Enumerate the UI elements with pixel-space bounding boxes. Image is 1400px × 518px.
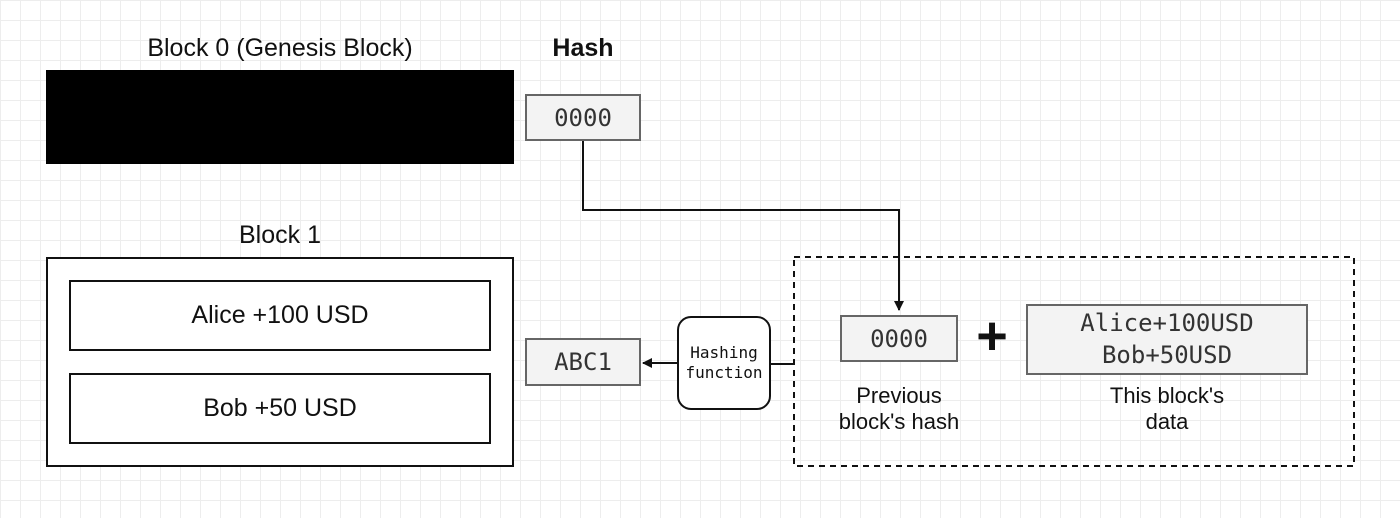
previous-hash-caption: Previous block's hash — [820, 383, 978, 436]
genesis-block-title: Block 0 (Genesis Block) — [147, 34, 413, 62]
hashing-function-label-line1: Hashing — [690, 343, 758, 362]
block-data-line2: Bob+50USD — [1101, 340, 1233, 369]
previous-hash-caption-line1: Previous — [856, 383, 942, 408]
hash-input-container — [793, 256, 1355, 467]
hashing-function-box: Hashing function — [677, 316, 771, 410]
hash-column-header: Hash — [552, 34, 614, 62]
block-data-caption-line2: data — [1145, 409, 1189, 435]
previous-hash-caption-line2: block's hash — [838, 409, 960, 435]
block1-transaction-2: Bob +50 USD — [69, 373, 491, 444]
hashing-function-label-line2: function — [685, 363, 763, 382]
block1-title: Block 1 — [239, 221, 321, 249]
block-data-caption-line1: This block's — [1109, 383, 1225, 408]
block-data-box: Alice+100USD Bob+50USD — [1026, 304, 1308, 375]
block-data-line1: Alice+100USD — [1080, 309, 1254, 338]
genesis-hash-box: 0000 — [525, 94, 641, 141]
genesis-hash-connector — [582, 141, 904, 311]
plus-symbol: + — [976, 306, 1008, 366]
previous-hash-box: 0000 — [840, 315, 958, 362]
block-data-caption: This block's data — [1076, 383, 1258, 436]
block1-hash-box: ABC1 — [525, 338, 641, 386]
block1-transaction-1: Alice +100 USD — [69, 280, 491, 351]
genesis-block-redacted — [46, 70, 514, 164]
